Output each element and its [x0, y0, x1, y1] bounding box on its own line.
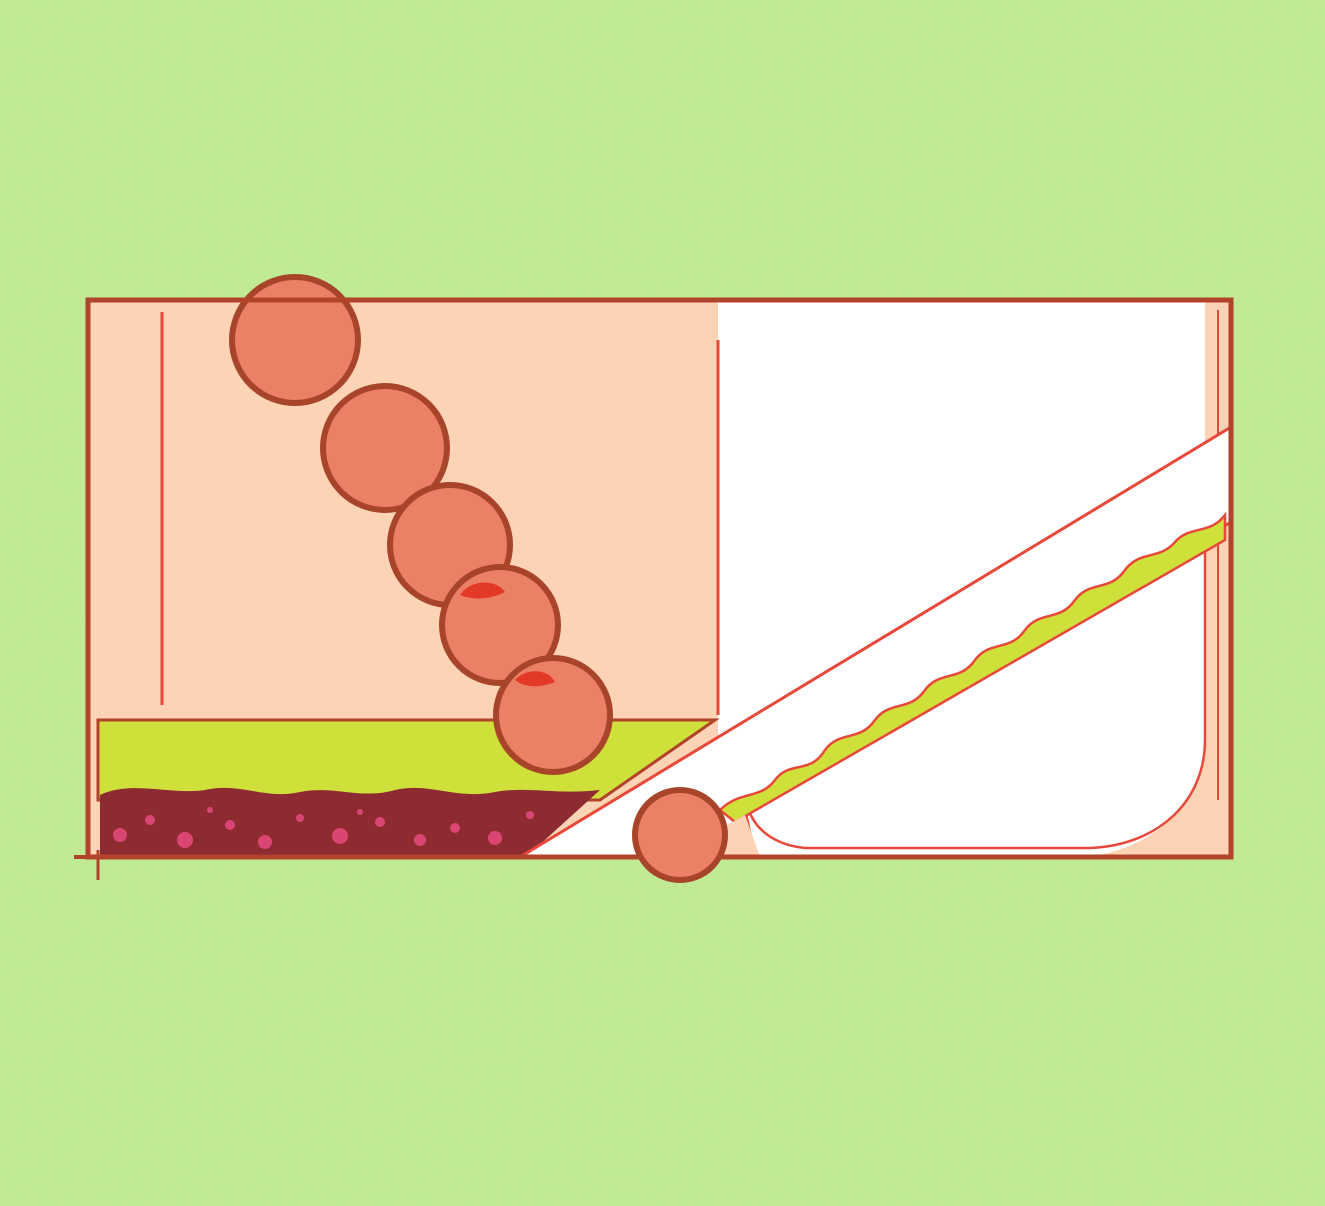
bowl-shadow	[1090, 300, 1231, 857]
ball-1	[229, 274, 361, 406]
ball-5-spot	[515, 671, 555, 687]
soil-layer	[100, 787, 600, 857]
ramp-grass-strip	[718, 511, 1227, 824]
balls	[229, 274, 728, 883]
ball-4-spot	[460, 582, 505, 599]
ball-5	[493, 655, 613, 775]
ball-6	[632, 787, 728, 883]
ball-2	[320, 383, 450, 513]
bowl-curve-line	[746, 540, 1207, 850]
soil-highlights	[113, 807, 534, 849]
